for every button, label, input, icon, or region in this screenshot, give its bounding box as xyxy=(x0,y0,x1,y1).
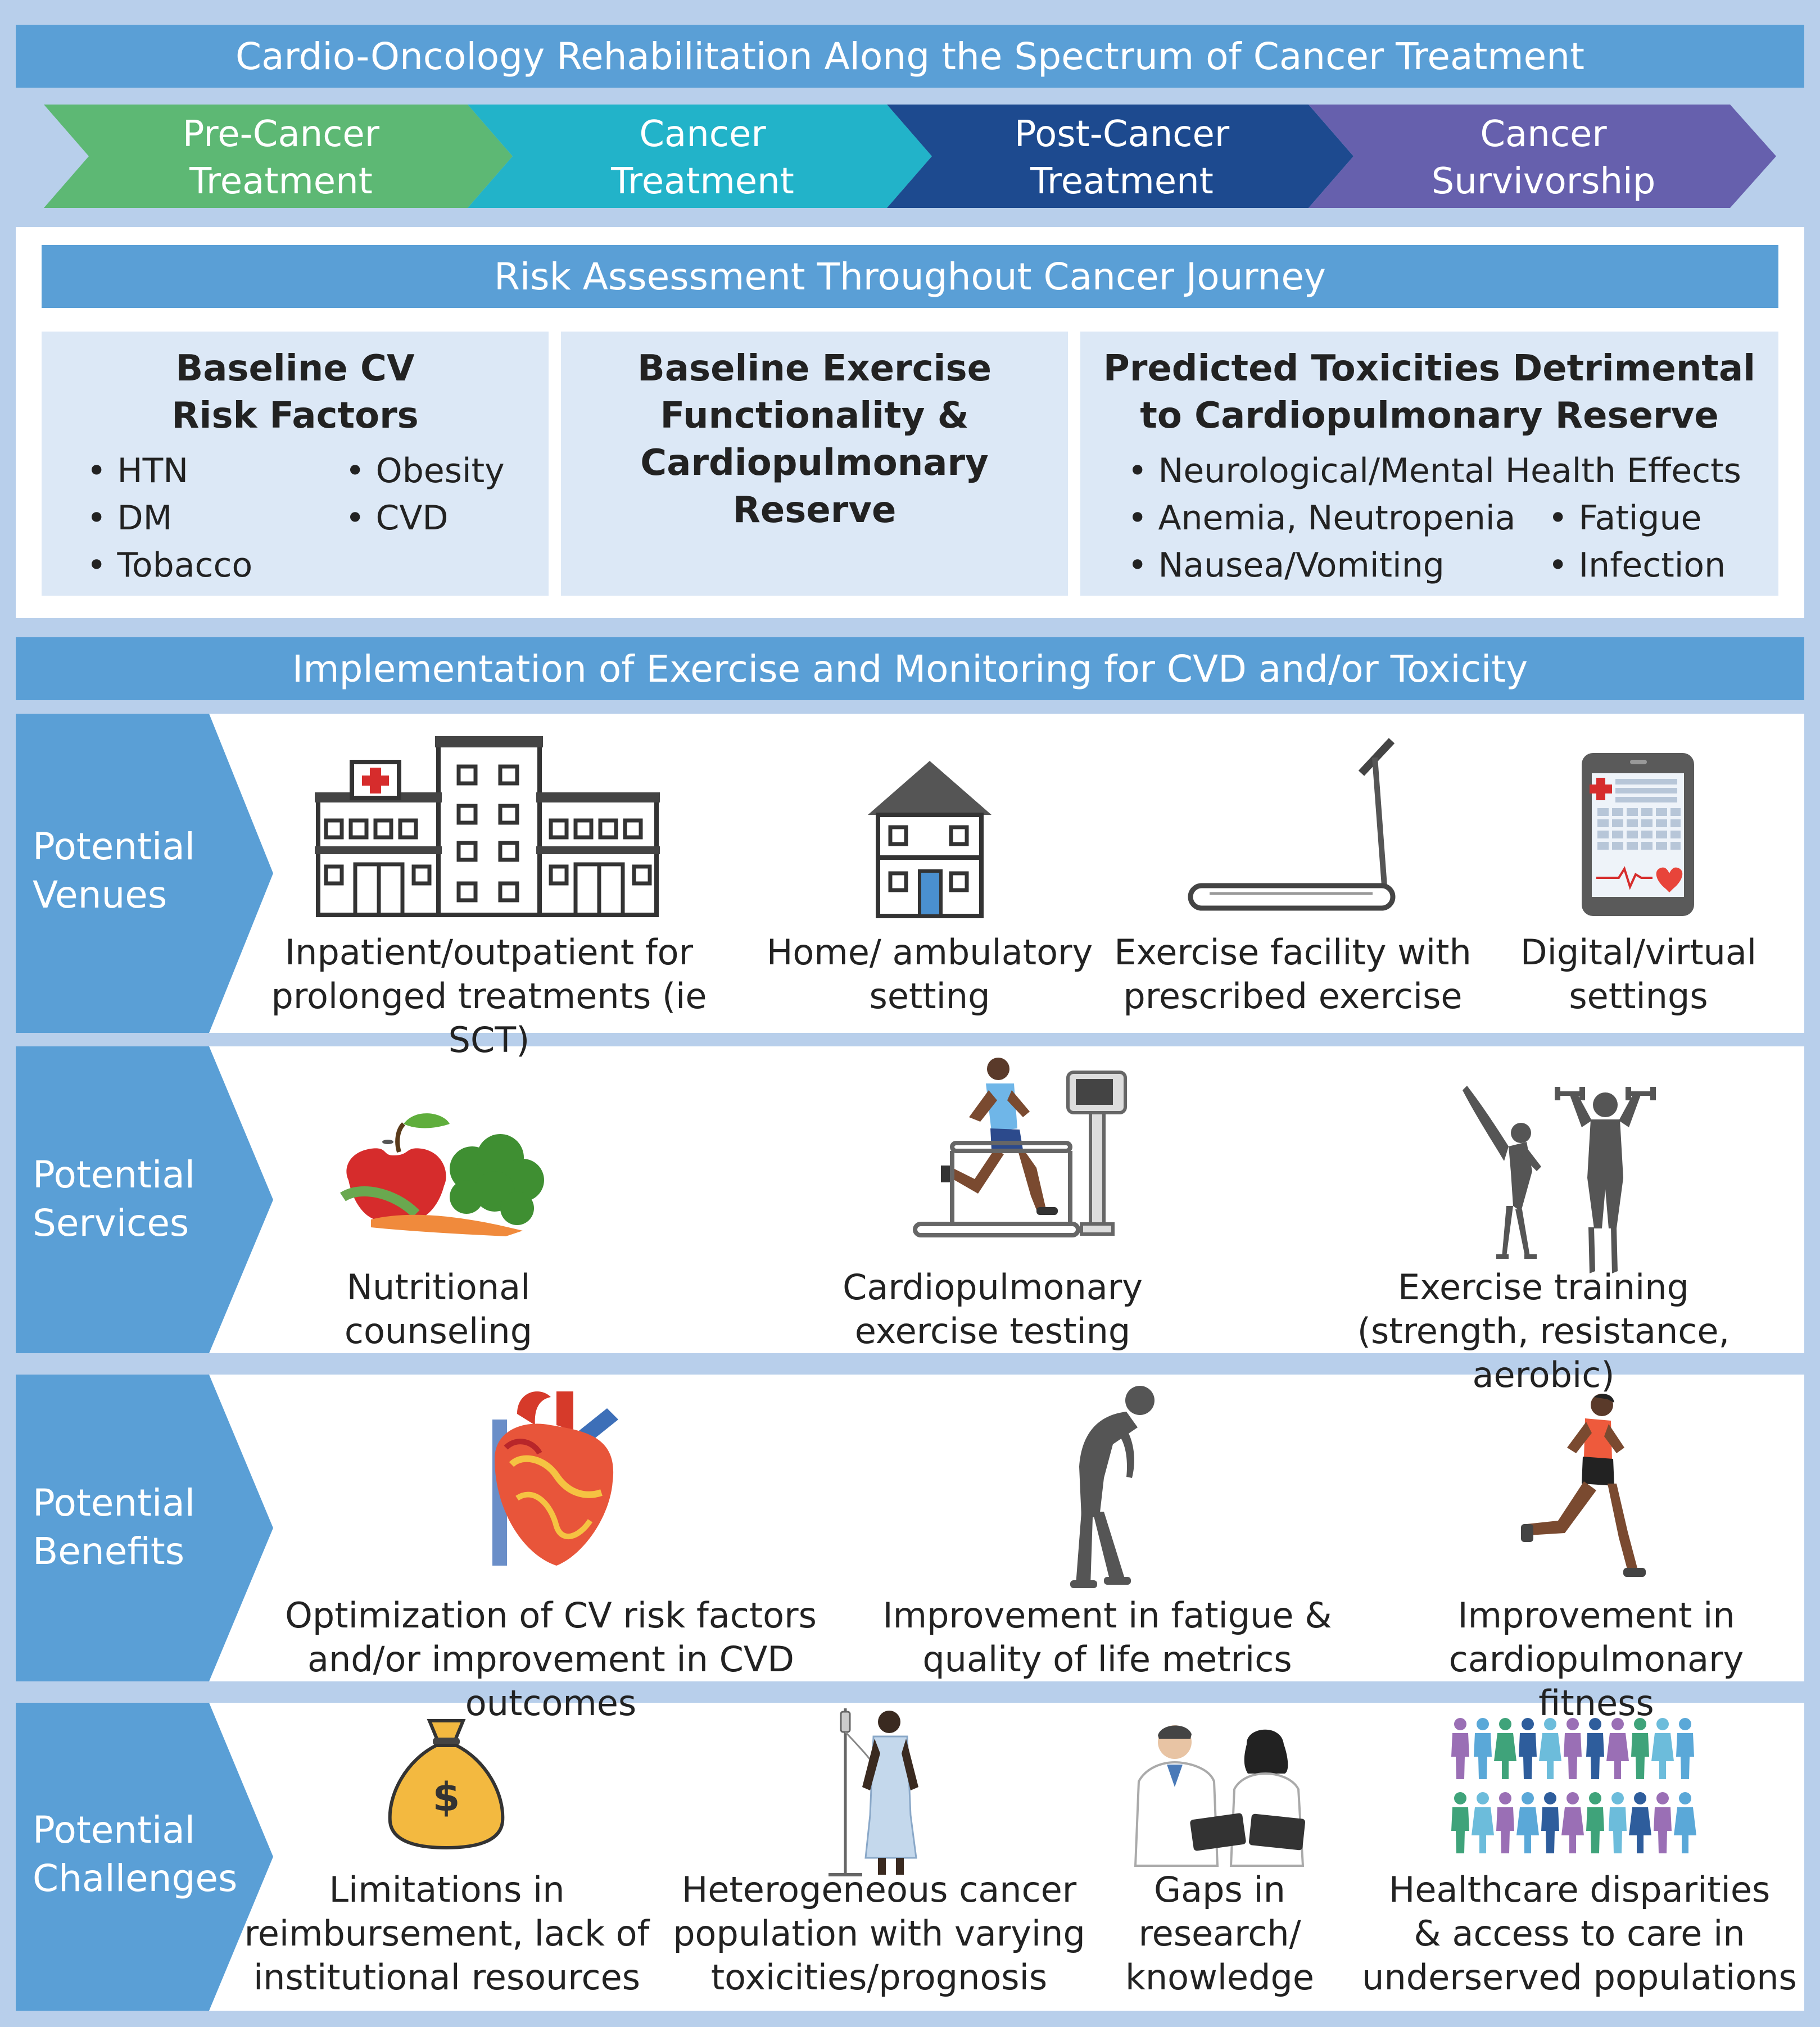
stage-chevrons xyxy=(44,105,1776,208)
caption-optimization: Optimization of CV risk factors and/or i… xyxy=(285,1595,817,1724)
heart-icon xyxy=(492,1391,618,1566)
stage-arrow-survivorship xyxy=(1309,105,1776,208)
stage-label-survivorship: Cancer Survivorship xyxy=(1431,114,1656,202)
patient-iv-icon xyxy=(828,1708,918,1876)
bullet-nausea: Nausea/Vomiting xyxy=(1128,542,1444,589)
tablet-icon xyxy=(1582,753,1694,916)
caption-exercise-facility: Exercise facility with prescribed exerci… xyxy=(1114,932,1472,1017)
main-title: Cardio-Oncology Rehabilitation Along the… xyxy=(16,25,1804,88)
bullet-htn: HTN xyxy=(87,447,188,495)
bullet-infection: Infection xyxy=(1548,542,1726,589)
caption-inpatient: Inpatient/outpatient for prolonged treat… xyxy=(271,932,707,1060)
caption-fatigue: Improvement in fatigue & quality of life… xyxy=(882,1595,1332,1680)
money-bag-icon: $ xyxy=(388,1719,505,1850)
row-label-arrows xyxy=(16,714,273,2011)
caption-heterogeneous: Heterogeneous cancer population with var… xyxy=(673,1869,1085,1998)
caption-reimbursement: Limitations in reimbursement, lack of in… xyxy=(244,1869,650,1998)
house-icon xyxy=(868,761,992,918)
bullet-obesity: Obesity xyxy=(345,447,504,495)
bullet-fatigue: Fatigue xyxy=(1548,495,1701,542)
svg-text:$: $ xyxy=(433,1774,460,1820)
tired-person-icon xyxy=(1070,1386,1155,1588)
stage-label-cancer-treatment: Cancer Treatment xyxy=(611,114,794,202)
risk-box-exercise-title: Baseline Exercise Functionality & Cardio… xyxy=(637,348,992,531)
stage-arrow-pre-cancer xyxy=(44,105,513,208)
row-arrow-services xyxy=(16,1046,273,1353)
row-label-benefits: Potential Benefits xyxy=(33,1481,196,1573)
caption-home: Home/ ambulatory setting xyxy=(766,932,1093,1017)
risk-box-toxicities-title: Predicted Toxicities Detrimental to Card… xyxy=(1103,348,1756,437)
people-group-icon xyxy=(1451,1718,1696,1853)
stage-label-post-cancer: Post-Cancer Treatment xyxy=(1014,114,1230,202)
treadmill-icon xyxy=(1188,738,1396,911)
row-panel-services xyxy=(16,1046,1804,1353)
fruit-vegetables-icon xyxy=(340,1113,544,1236)
exercising-figures-icon xyxy=(1463,1086,1656,1273)
caption-nutritional: Nutritional counseling xyxy=(344,1267,533,1352)
bullet-anemia: Anemia, Neutropenia xyxy=(1128,495,1515,542)
bullet-cvd: CVD xyxy=(345,495,448,542)
stage-label-pre-cancer: Pre-Cancer Treatment xyxy=(182,114,380,202)
hospital-icon xyxy=(315,736,660,917)
caption-cpet: Cardiopulmonary exercise testing xyxy=(843,1267,1143,1352)
row-label-venues: Potential Venues xyxy=(33,825,196,917)
bullet-tobacco: Tobacco xyxy=(87,542,252,589)
caption-fitness: Improvement in cardiopulmonary fitness xyxy=(1448,1595,1744,1724)
risk-assessment-title: Risk Assessment Throughout Cancer Journe… xyxy=(42,245,1778,308)
risk-box-cv-factors-title: Baseline CV Risk Factors xyxy=(171,348,419,437)
caption-gaps: Gaps in research/ knowledge xyxy=(1125,1869,1315,1998)
row-label-challenges: Potential Challenges xyxy=(33,1808,238,1900)
stage-arrow-post-cancer xyxy=(887,105,1353,208)
row-arrow-challenges xyxy=(16,1703,273,2011)
treadmill-runner-icon xyxy=(913,1058,1127,1237)
row-arrow-venues xyxy=(16,714,273,1033)
row-label-services: Potential Services xyxy=(33,1153,196,1245)
row-panel-benefits xyxy=(16,1375,1804,1681)
caption-digital: Digital/virtual settings xyxy=(1520,932,1757,1017)
bullet-neuro: Neurological/Mental Health Effects xyxy=(1128,447,1741,495)
caption-disparities: Healthcare disparities & access to care … xyxy=(1362,1869,1797,1998)
bullet-dm: DM xyxy=(87,495,172,542)
stage-arrow-cancer-treatment xyxy=(468,105,932,208)
doctors-icon xyxy=(1134,1725,1306,1867)
runner-icon xyxy=(1521,1394,1646,1577)
implementation-title: Implementation of Exercise and Monitorin… xyxy=(16,637,1804,700)
row-arrow-benefits xyxy=(16,1375,273,1681)
caption-exercise-training: Exercise training (strength, resistance,… xyxy=(1357,1267,1730,1395)
risk-box-exercise: Baseline Exercise Functionality & Cardio… xyxy=(561,332,1068,596)
